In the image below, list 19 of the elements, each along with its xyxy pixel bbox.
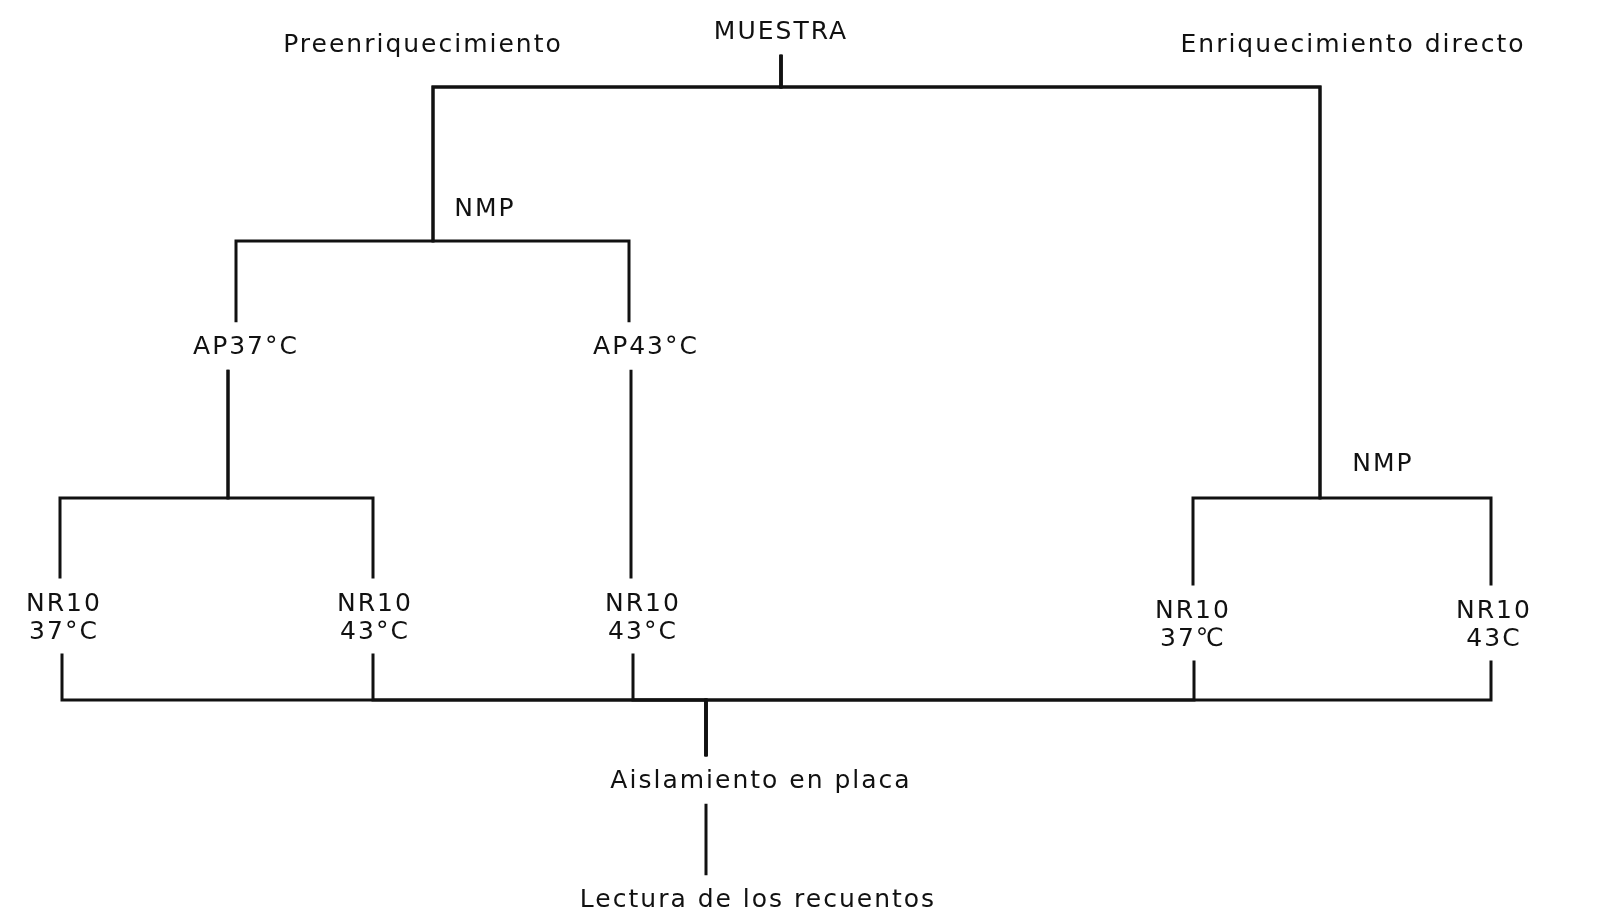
connector-line: [226, 369, 375, 579]
branch-label: Preenriquecimiento: [283, 28, 563, 58]
branch-label: NMP: [1352, 447, 1414, 477]
culture-label: NR10 43C: [1435, 585, 1553, 661]
connector-line: [704, 803, 708, 876]
culture-label: NR10 37°C: [5, 578, 123, 654]
culture-label: AP43°C: [589, 322, 703, 370]
branch-label: Enriquecimiento directo: [1180, 28, 1526, 58]
culture-label: AP37°C: [189, 322, 303, 370]
culture-label: NR10 37℃: [1134, 585, 1252, 661]
step-label: Aislamiento en placa: [606, 756, 916, 804]
connector-line: [629, 369, 633, 579]
culture-label: NR10 43°C: [316, 578, 434, 654]
branch-label: NMP: [454, 192, 516, 222]
culture-label: NR10 43°C: [584, 578, 702, 654]
step-label: Lectura de los recuentos: [575, 875, 941, 915]
sample-label: MUESTRA: [709, 7, 853, 55]
connector-line: [779, 54, 1493, 586]
connector-line: [704, 660, 1493, 757]
